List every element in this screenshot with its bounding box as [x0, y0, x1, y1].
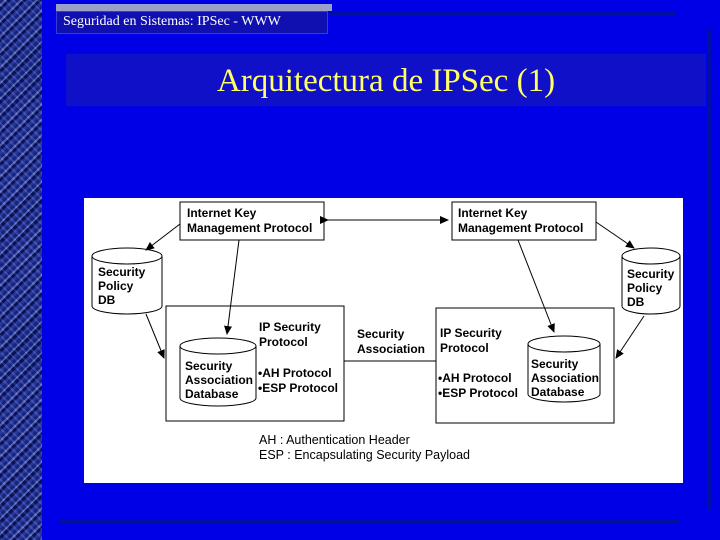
- ikmp-left-to-spd-arrow: [145, 223, 181, 251]
- spd-right-line3: DB: [627, 295, 645, 309]
- frame-top-line: [330, 12, 675, 16]
- frame-right-line: [707, 30, 711, 510]
- legend-ah: AH : Authentication Header: [259, 433, 410, 447]
- sad-right-line2: Association: [531, 371, 599, 385]
- slide-title: Arquitectura de IPSec (1): [216, 63, 556, 99]
- ikmp-right-to-spd-arrow: [595, 221, 635, 249]
- protocols-left-line2: •ESP Protocol: [258, 381, 338, 395]
- ikmp-left-line2: Management Protocol: [187, 221, 312, 235]
- spd-right-line1: Security: [627, 267, 675, 281]
- sad-left-line2: Association: [185, 373, 253, 387]
- spd-right-cylinder: Security Policy DB: [621, 247, 681, 315]
- spd-left-cylinder: Security Policy DB: [91, 247, 163, 315]
- ipsec-right-line2: Protocol: [440, 341, 489, 355]
- legend-esp: ESP : Encapsulating Security Payload: [259, 448, 470, 462]
- sa-label-line2: Association: [357, 342, 425, 356]
- spd-left-line2: Policy: [98, 279, 134, 293]
- ikmp-left-line1: Internet Key: [187, 206, 257, 220]
- spd-left-to-host-arrow: [145, 313, 165, 359]
- spd-left-line1: Security: [98, 265, 146, 279]
- spd-left-line3: DB: [98, 293, 116, 307]
- ikmp-left-box: Internet Key Management Protocol: [179, 201, 325, 241]
- ikmp-right-box: Internet Key Management Protocol: [451, 201, 597, 241]
- header-box: Seguridad en Sistemas: IPSec - WWW: [56, 11, 328, 34]
- decorative-left-strip: [0, 0, 42, 540]
- ikmp-right-line2: Management Protocol: [458, 221, 583, 235]
- header-text: Seguridad en Sistemas: IPSec - WWW: [63, 14, 281, 29]
- protocols-right-line1: •AH Protocol: [438, 371, 512, 385]
- ikmp-left-to-sad-arrow: [224, 239, 240, 335]
- sad-left-line1: Security: [185, 359, 233, 373]
- title-box: Arquitectura de IPSec (1): [66, 54, 706, 106]
- protocols-right-line2: •ESP Protocol: [438, 386, 518, 400]
- spd-right-line2: Policy: [627, 281, 663, 295]
- ikmp-right-to-sad-arrow: [517, 239, 555, 333]
- ipsec-right-line1: IP Security: [440, 326, 502, 340]
- header-top-bar: [56, 4, 332, 11]
- sa-label-line1: Security: [357, 327, 405, 341]
- ikmp-right-line1: Internet Key: [458, 206, 528, 220]
- ipsec-architecture-diagram: Internet Key Management Protocol Interne…: [84, 198, 683, 483]
- sad-right-line1: Security: [531, 357, 579, 371]
- protocols-left-line1: •AH Protocol: [258, 366, 332, 380]
- sad-right-line3: Database: [531, 385, 585, 399]
- ipsec-left-line1: IP Security: [259, 320, 321, 334]
- sad-right-cylinder: Security Association Database: [527, 335, 601, 403]
- sad-left-line3: Database: [185, 387, 239, 401]
- frame-bottom-line: [60, 520, 680, 524]
- sad-left-cylinder: Security Association Database: [179, 337, 257, 407]
- spd-right-to-host-arrow: [615, 315, 645, 359]
- ipsec-left-line2: Protocol: [259, 335, 308, 349]
